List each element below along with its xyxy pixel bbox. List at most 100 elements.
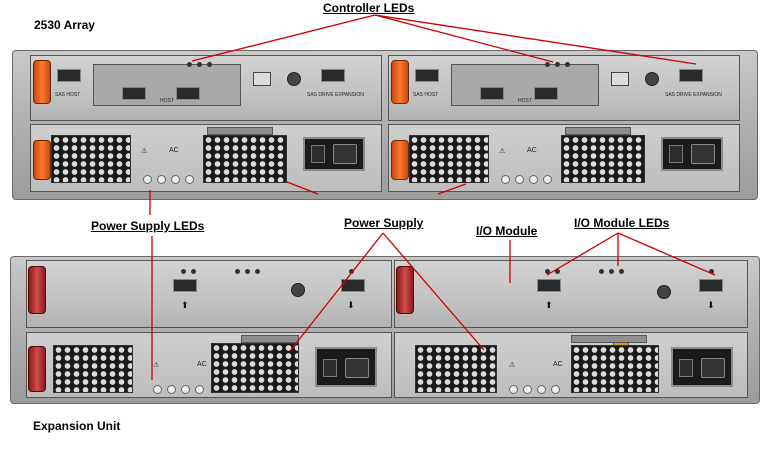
controller-led [187, 62, 192, 67]
ps-handle[interactable] [571, 335, 647, 343]
ps-led-icons: ⚠ [499, 148, 506, 155]
vent-left [53, 345, 133, 393]
host-card: HOST [93, 64, 241, 106]
ps-led [501, 175, 510, 184]
host-port-2[interactable] [534, 87, 558, 100]
controller-b-latch[interactable] [391, 60, 409, 104]
sas-host-label: SAS HOST [55, 92, 81, 98]
power-socket[interactable] [345, 358, 369, 378]
sas-drive-expansion-label: SAS DRIVE EXPANSION [665, 92, 722, 98]
ac-label: AC [197, 361, 207, 368]
ps-led [195, 385, 204, 394]
controller-b: SAS HOST HOST SAS DRIVE EXPANSION [388, 55, 740, 121]
serial-port[interactable] [657, 285, 671, 299]
ps-led-icons: ⚠ [509, 362, 516, 369]
sas-host-port[interactable] [57, 69, 81, 82]
power-switch-box [315, 347, 377, 387]
sas-expansion-port[interactable] [321, 69, 345, 82]
ps-led [509, 385, 518, 394]
power-supply-label: Power Supply [344, 216, 424, 230]
ps-handle[interactable] [565, 127, 631, 135]
ps-led [515, 175, 524, 184]
power-switch-box [303, 137, 365, 171]
vent-left [51, 135, 131, 183]
exp-ps-a-latch[interactable] [28, 346, 46, 392]
ps-led-icons: ⚠ [153, 362, 160, 369]
arrow-down-icon: ⬇ [707, 301, 715, 311]
power-socket[interactable] [691, 144, 715, 164]
ps-handle[interactable] [207, 127, 273, 135]
arrow-up-icon: ⬆ [181, 301, 189, 311]
vent-left [415, 345, 497, 393]
ac-label: AC [553, 361, 563, 368]
io-b-latch[interactable] [396, 266, 414, 314]
expansion-power-supply-a: ⚠ AC [26, 332, 392, 398]
io-a-latch[interactable] [28, 266, 46, 314]
vent-right [561, 135, 645, 183]
io-port-in[interactable] [173, 279, 197, 292]
io-port-out[interactable] [699, 279, 723, 292]
ps-led [171, 175, 180, 184]
controller-led [555, 62, 560, 67]
io-led [245, 269, 250, 274]
ps-led [143, 175, 152, 184]
ps-led [153, 385, 162, 394]
ps-b-latch[interactable] [391, 140, 409, 180]
ps-led [181, 385, 190, 394]
sas-drive-expansion-label: SAS DRIVE EXPANSION [307, 92, 364, 98]
host-label: HOST [160, 98, 174, 104]
power-switch[interactable] [323, 359, 337, 377]
sas-expansion-port[interactable] [679, 69, 703, 82]
ps-led [543, 175, 552, 184]
io-led [181, 269, 186, 274]
serial-port[interactable] [291, 283, 305, 297]
io-led [545, 269, 550, 274]
io-port-out[interactable] [341, 279, 365, 292]
controller-a-latch[interactable] [33, 60, 51, 104]
sas-host-label: SAS HOST [413, 92, 439, 98]
ps-led [167, 385, 176, 394]
io-port-in[interactable] [537, 279, 561, 292]
ethernet-port[interactable] [253, 72, 271, 86]
array-title: 2530 Array [34, 18, 95, 32]
ps-a-latch[interactable] [33, 140, 51, 180]
controller-leds-label: Controller LEDs [323, 1, 415, 15]
host-port-1[interactable] [122, 87, 146, 100]
controller-a: SAS HOST HOST SAS DRIVE EXPANSION [30, 55, 382, 121]
ethernet-port[interactable] [611, 72, 629, 86]
serial-port[interactable] [287, 72, 301, 86]
serial-port[interactable] [645, 72, 659, 86]
io-led [255, 269, 260, 274]
io-module-a: ⬆ ⬇ [26, 260, 392, 328]
io-led [191, 269, 196, 274]
host-port-2[interactable] [176, 87, 200, 100]
vent-right [571, 345, 659, 393]
power-switch[interactable] [669, 145, 683, 163]
ps-handle[interactable] [241, 335, 299, 343]
expansion-power-supply-b: ⚠ AC [394, 332, 748, 398]
controller-led [207, 62, 212, 67]
vent-right [211, 343, 299, 393]
arrow-up-icon: ⬆ [545, 301, 553, 311]
io-led [555, 269, 560, 274]
ps-led [551, 385, 560, 394]
host-card: HOST [451, 64, 599, 106]
ps-led [523, 385, 532, 394]
array-power-supply-b: ⚠ AC [388, 124, 740, 192]
ps-led [157, 175, 166, 184]
power-switch[interactable] [311, 145, 325, 163]
host-label: HOST [518, 98, 532, 104]
io-module-b: ⬆ ⬇ [394, 260, 748, 328]
power-socket[interactable] [333, 144, 357, 164]
sas-host-port[interactable] [415, 69, 439, 82]
vent-left [409, 135, 489, 183]
io-led [619, 269, 624, 274]
ps-led [537, 385, 546, 394]
ac-label: AC [169, 147, 179, 154]
controller-led [545, 62, 550, 67]
io-led [349, 269, 354, 274]
controller-led [197, 62, 202, 67]
power-switch[interactable] [679, 359, 693, 377]
power-socket[interactable] [701, 358, 725, 378]
host-port-1[interactable] [480, 87, 504, 100]
